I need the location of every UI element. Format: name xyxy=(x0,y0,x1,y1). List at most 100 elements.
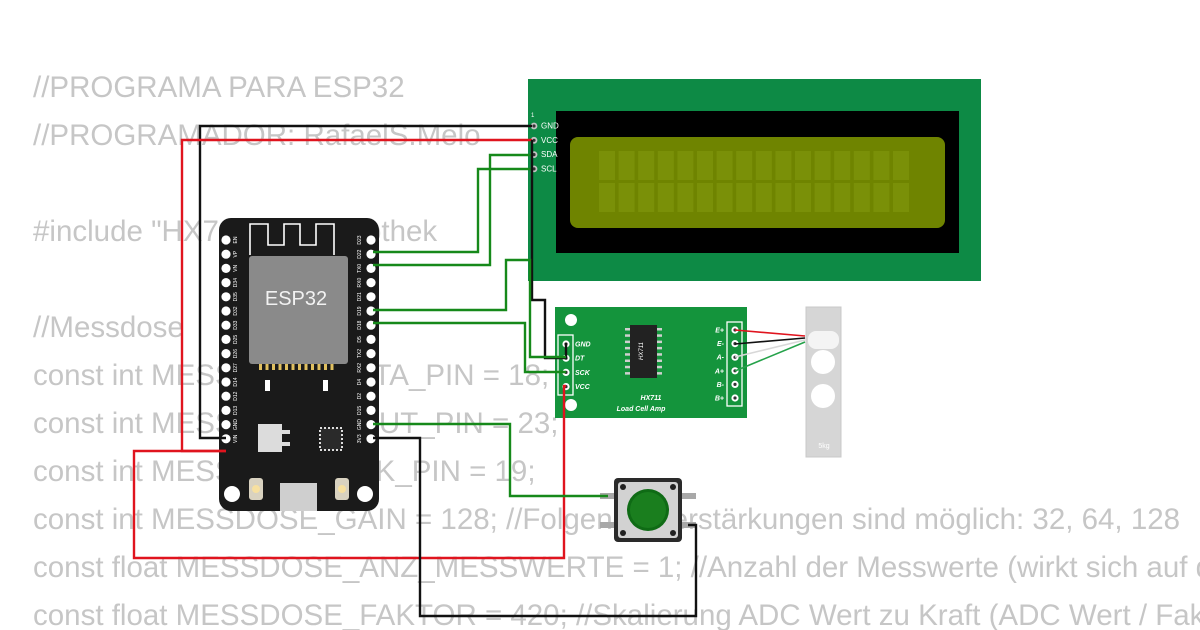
esp32-pin[interactable] xyxy=(221,363,231,373)
hx711-pin-label: E+ xyxy=(715,328,724,335)
esp32-pin[interactable] xyxy=(366,349,376,359)
esp32-pad xyxy=(304,364,308,370)
esp32-pad xyxy=(311,364,314,370)
load-cell-hole xyxy=(811,350,835,374)
esp32-pin[interactable] xyxy=(221,263,231,273)
lcd-pin-label: VCC xyxy=(541,136,558,145)
load-cell-hole-2 xyxy=(811,384,835,408)
esp32-pin[interactable] xyxy=(366,334,376,344)
esp32-pin[interactable] xyxy=(366,235,376,245)
esp32-pin-label: GND xyxy=(233,419,239,431)
esp32-pad xyxy=(265,364,269,370)
esp32-pin[interactable] xyxy=(366,278,376,288)
hx711-pin-label: VCC xyxy=(575,384,591,391)
lcd-cell xyxy=(677,183,694,212)
esp32-led-2 xyxy=(323,380,328,391)
button-cap-inner xyxy=(630,492,666,528)
esp32-mount-hole-2 xyxy=(357,486,373,502)
esp32-pin[interactable] xyxy=(221,320,231,330)
wire-hx711-vcc xyxy=(132,384,566,560)
wire-hx711-gnd xyxy=(530,140,568,360)
esp32-pin[interactable] xyxy=(221,405,231,415)
code-line: const float MESSDOSE_ANZ_MESSWERTE = 1; … xyxy=(33,551,1200,584)
lcd-cell xyxy=(755,183,772,212)
hx711-board[interactable]: HX711 HX711 Load Cell Amp GNDDTSCKVCCE+E… xyxy=(555,307,747,418)
hx711-mount-hole-2 xyxy=(565,399,577,411)
esp32-pin-label: D21 xyxy=(357,292,363,301)
esp32-pin[interactable] xyxy=(221,377,231,387)
esp32-pin-label: D23 xyxy=(357,235,363,244)
esp32-pad xyxy=(317,364,321,370)
lcd-cell xyxy=(618,151,635,180)
lcd-cell xyxy=(638,183,655,212)
esp32-pin-label: D25 xyxy=(233,335,239,344)
wire-sck xyxy=(373,321,566,374)
esp32-pad xyxy=(291,364,295,370)
esp32-pin-label: TX2 xyxy=(357,349,363,358)
wire-loadcell-white xyxy=(734,339,806,358)
wire-loadcell-green xyxy=(734,341,806,372)
esp32-led xyxy=(265,380,270,391)
esp32-pin-label: D32 xyxy=(233,306,239,315)
esp32-pin[interactable] xyxy=(221,235,231,245)
load-cell-label: 5kg xyxy=(818,443,829,450)
esp32-pin-label: D34 xyxy=(233,278,239,287)
boot-button-cap xyxy=(252,485,260,493)
hx711-pin-label: B- xyxy=(717,382,725,389)
esp32-pin[interactable] xyxy=(366,434,376,444)
esp32-pin-label: TX0 xyxy=(357,264,363,273)
hx711-leg xyxy=(625,328,630,331)
esp32-pin-label: D35 xyxy=(233,292,239,301)
esp32-pin[interactable] xyxy=(221,334,231,344)
hx711-right-header-outline xyxy=(726,321,743,407)
esp32-usb-port xyxy=(280,483,317,511)
hx711-leg xyxy=(657,353,662,356)
code-line: //PROGRAMA PARA ESP32 xyxy=(33,71,405,104)
esp32-pin[interactable] xyxy=(221,278,231,288)
esp32-pin[interactable] xyxy=(366,292,376,302)
esp32-pad xyxy=(324,364,327,370)
esp32-pin[interactable] xyxy=(221,292,231,302)
esp32-pin-label: VP xyxy=(233,250,239,257)
esp32-pad xyxy=(330,364,334,370)
button-leg-3 xyxy=(678,493,696,499)
wire-sda xyxy=(373,153,532,267)
wire-dt xyxy=(373,258,566,359)
hx711-pin-label: SCK xyxy=(575,370,591,377)
load-cell[interactable]: 5kg xyxy=(805,306,842,458)
lcd-cell xyxy=(795,151,811,180)
button-leg-2 xyxy=(600,522,618,528)
hx711-left-header-outline xyxy=(557,334,574,396)
esp32-pin[interactable] xyxy=(366,420,376,430)
lcd-cell xyxy=(697,151,713,180)
esp32-pin-label: D19 xyxy=(357,306,363,315)
hx711-leg xyxy=(625,346,630,350)
esp32-board[interactable]: ESP32 ENVPVND34D35D32D33D25D26D27D14D12D… xyxy=(219,218,379,511)
esp32-pad xyxy=(298,364,301,370)
code-line: //Messdose xyxy=(33,311,184,344)
esp32-pin[interactable] xyxy=(221,391,231,401)
hx711-pin-hole xyxy=(733,382,737,386)
lcd-pin-hole xyxy=(532,124,536,128)
esp32-pin[interactable] xyxy=(221,420,231,430)
esp32-pin[interactable] xyxy=(221,349,231,359)
esp32-pin[interactable] xyxy=(221,306,231,316)
lcd-cell xyxy=(873,183,890,212)
esp32-pin[interactable] xyxy=(366,306,376,316)
esp32-pin-label: D33 xyxy=(233,320,239,329)
push-button[interactable] xyxy=(600,478,696,542)
esp32-pin[interactable] xyxy=(366,391,376,401)
esp32-pin-label: D18 xyxy=(357,320,363,329)
wire-loadcell-black xyxy=(734,337,806,345)
esp32-pin[interactable] xyxy=(366,363,376,373)
lcd-cell xyxy=(618,183,635,212)
esp32-pin[interactable] xyxy=(366,377,376,387)
wire-lcd-gnd xyxy=(198,124,532,440)
lcd-pin-label: SDA xyxy=(541,150,558,159)
hx711-pin-label: A- xyxy=(716,355,725,362)
esp32-pin[interactable] xyxy=(366,405,376,415)
esp32-pin-label: GND xyxy=(357,419,363,431)
esp32-pin[interactable] xyxy=(221,249,231,259)
